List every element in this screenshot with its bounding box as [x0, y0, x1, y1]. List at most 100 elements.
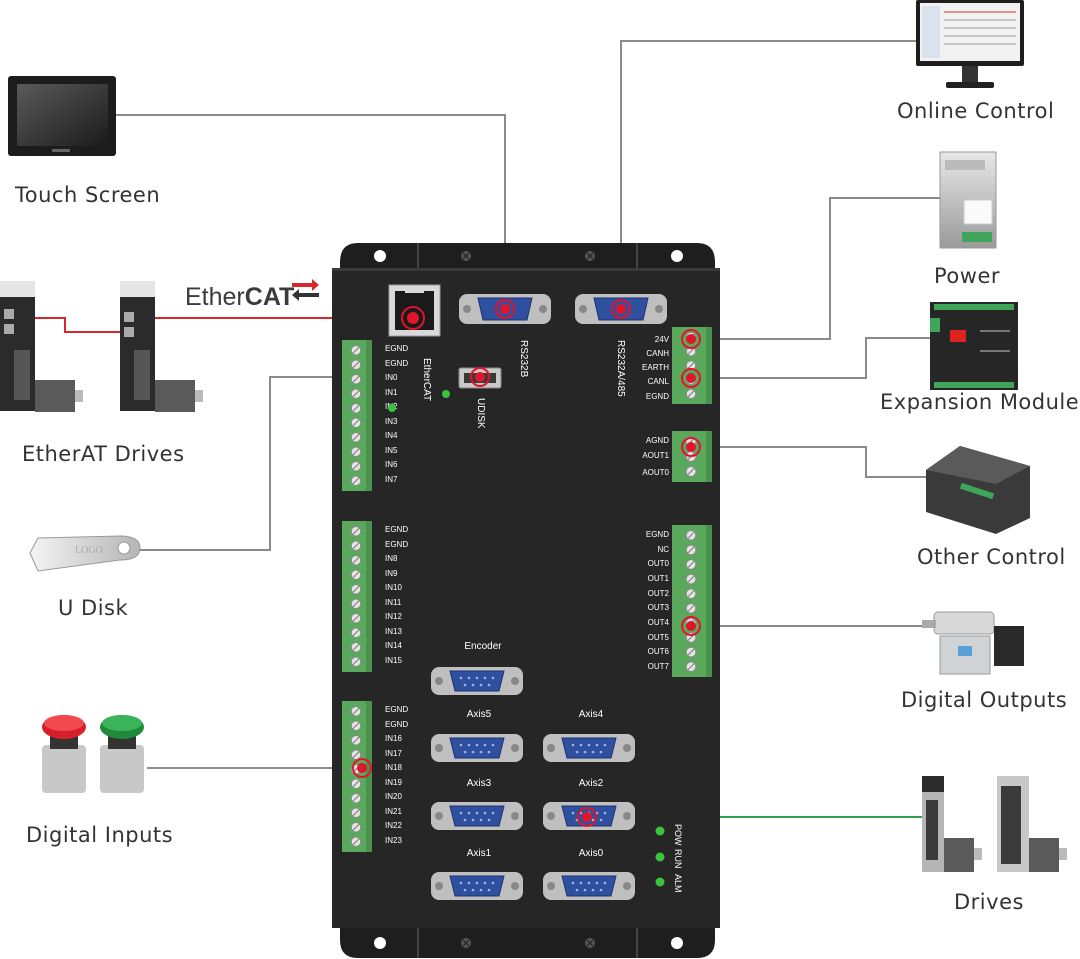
u-disk-label: U Disk: [58, 596, 128, 620]
rs232a485-connector[interactable]: [575, 294, 667, 324]
run-led: [655, 852, 665, 862]
highlight-icon: [577, 807, 597, 827]
axis4-connector[interactable]: [543, 734, 635, 762]
pin-label: OUT2: [648, 589, 670, 598]
touch-screen-icon: [8, 76, 116, 156]
terminal-screw-icon: [350, 373, 362, 385]
axis1-connector[interactable]: [431, 872, 523, 900]
svg-text:EtherCAT: EtherCAT: [185, 283, 294, 311]
pin-label: OUT0: [648, 559, 670, 568]
terminal-screw-icon: [685, 559, 697, 570]
axis-label: Axis3: [467, 778, 492, 789]
terminal-screw-icon: [350, 583, 362, 595]
pin-label: IN6: [385, 460, 398, 469]
pin-label: AOUT1: [642, 451, 669, 460]
pin-label: EGND: [385, 344, 408, 353]
servo-drive-icon: [922, 776, 982, 872]
pin-label: EGND: [385, 359, 408, 368]
pin-label: EGND: [646, 530, 669, 539]
terminal-screw-icon: [685, 388, 697, 400]
digital-outputs-label: Digital Outputs: [901, 688, 1067, 712]
bottom-flange: [340, 928, 715, 958]
encoder-connector[interactable]: [431, 667, 523, 695]
pin-label: 24V: [655, 335, 670, 344]
pin-label: IN18: [385, 763, 402, 772]
plc-icon: [926, 446, 1030, 534]
pin-label: EGND: [385, 540, 408, 549]
rs232b-connector[interactable]: [459, 294, 551, 324]
pin-label: EGND: [385, 720, 408, 729]
highlight-icon: [470, 367, 490, 387]
highlight-icon: [681, 437, 701, 457]
terminal-screw-icon: [350, 627, 362, 639]
terminal-screw-icon: [350, 705, 362, 717]
ethercat-port-label: EtherCAT: [421, 358, 432, 401]
pin-label: IN20: [385, 792, 402, 801]
pin-label: IN0: [385, 373, 398, 382]
pin-label: IN7: [385, 475, 398, 484]
pin-label: IN16: [385, 734, 402, 743]
expansion-module-icon: [930, 302, 1018, 390]
axis5-connector[interactable]: [431, 734, 523, 762]
pin-label: IN3: [385, 417, 398, 426]
servo-drive-icon: [997, 776, 1067, 872]
input-led: [388, 404, 396, 412]
pin-label: IN21: [385, 807, 402, 816]
pin-label: IN19: [385, 778, 402, 787]
terminal-screw-icon: [350, 612, 362, 624]
screw-icon: [461, 251, 471, 261]
udisk-port[interactable]: [458, 367, 502, 389]
terminal-screw-icon: [685, 544, 697, 556]
top-flange: [340, 243, 715, 270]
cable-online-control: [620, 40, 918, 308]
ethercat-port[interactable]: [388, 284, 441, 337]
axis3-connector[interactable]: [431, 802, 523, 830]
terminal-screw-icon: [350, 460, 362, 472]
pin-label: IN15: [385, 656, 402, 665]
online-control-label: Online Control: [897, 99, 1054, 123]
highlight-icon: [611, 299, 631, 319]
terminal-screw-icon: [350, 792, 362, 804]
terminal-screw-icon: [685, 466, 697, 477]
input-terminal-block-2: [342, 521, 372, 672]
pin-label: IN8: [385, 554, 398, 563]
terminal-screw-icon: [350, 525, 362, 537]
usb-logo-text: LOGO: [75, 545, 103, 556]
terminal-screw-icon: [350, 749, 362, 761]
axis0-connector[interactable]: [543, 872, 635, 900]
terminal-screw-icon: [350, 778, 362, 790]
terminal-screw-icon: [350, 402, 362, 414]
pin-label: AGND: [646, 436, 669, 445]
terminal-screw-icon: [350, 417, 362, 429]
controller-body: [332, 268, 720, 928]
highlight-icon: [401, 306, 425, 330]
mount-hole: [671, 250, 683, 262]
terminal-screw-icon: [685, 529, 697, 541]
pin-label: OUT6: [648, 647, 670, 656]
pin-label: CANH: [646, 349, 669, 358]
pin-label: IN10: [385, 583, 402, 592]
terminal-screw-icon: [350, 344, 362, 356]
terminal-screw-icon: [350, 554, 362, 566]
pin-label: IN4: [385, 431, 398, 440]
alm-led: [655, 877, 665, 887]
solenoid-valve-icon: [922, 611, 1024, 675]
digital-inputs-label: Digital Inputs: [26, 823, 173, 847]
ethercat-drive-icon: [120, 281, 203, 412]
usb-drive-icon: LOGO: [29, 535, 141, 572]
monitor-icon: [916, 0, 1024, 88]
output-terminal-block: [672, 525, 712, 677]
motion-controller: EtherCAT UDISK RS232B RS232A/485: [332, 243, 720, 958]
pin-label: IN5: [385, 446, 398, 455]
terminal-screw-icon: [350, 720, 362, 732]
pin-label: OUT7: [648, 662, 670, 671]
encoder-label: Encoder: [464, 641, 502, 652]
pin-label: NC: [657, 545, 669, 554]
terminal-screw-icon: [350, 598, 362, 610]
cable-power: [691, 197, 940, 340]
cable-expansion: [691, 337, 930, 379]
pin-label: AOUT0: [642, 468, 669, 477]
screw-icon: [585, 251, 595, 261]
drives-label: Drives: [954, 890, 1024, 914]
